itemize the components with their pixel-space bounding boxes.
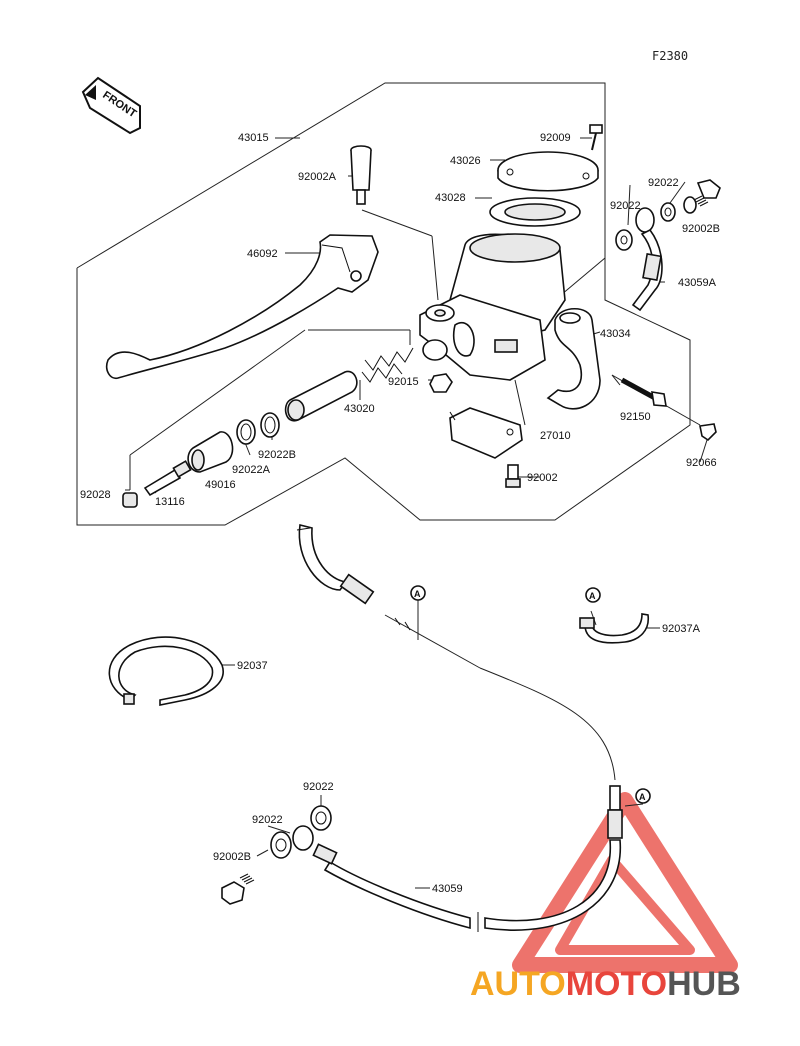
- clamp-92037A: [579, 613, 650, 644]
- diaphragm: [489, 197, 581, 227]
- leader-lines: [125, 137, 708, 889]
- label-49016: 49016: [205, 479, 236, 491]
- watermark-logo-triangle: [512, 792, 738, 973]
- svg-text:AUTOMOTOHUB: AUTOMOTOHUB: [470, 965, 741, 1003]
- label-92002A: 92002A: [298, 171, 337, 183]
- label-13116: 13116: [155, 496, 185, 508]
- label-92022-d: 92022: [252, 814, 283, 826]
- watermark-part2: MOTO: [566, 965, 667, 1003]
- handlebar-clamp: [546, 307, 601, 410]
- brake-lever: [105, 234, 379, 380]
- label-27010: 27010: [540, 430, 571, 442]
- label-43026: 43026: [450, 155, 481, 167]
- washers-top: [615, 202, 676, 251]
- part-labels: 43015 92009 43026 92002A 92022 43028 920…: [80, 132, 720, 895]
- boot-49016: [187, 431, 234, 473]
- label-92022-a: 92022: [648, 177, 679, 189]
- callout-a-3: A: [635, 788, 651, 804]
- label-43020: 43020: [344, 403, 375, 415]
- label-43059A: 43059A: [678, 277, 717, 289]
- cap-92066: [699, 423, 717, 442]
- label-92028: 92028: [80, 489, 111, 501]
- svg-text:A: A: [589, 591, 596, 601]
- assembly-boundary: [76, 82, 691, 526]
- label-43034: 43034: [600, 328, 631, 340]
- svg-text:A: A: [414, 589, 421, 599]
- label-92022-c: 92022: [303, 781, 334, 793]
- label-92022B: 92022B: [258, 449, 296, 461]
- label-92002B-top: 92002B: [682, 223, 720, 235]
- pivot-bolt: [350, 145, 372, 205]
- piston-assembly: [284, 347, 414, 422]
- label-92022A: 92022A: [232, 464, 271, 476]
- ring-92022B: [260, 412, 280, 438]
- figure-code: F2380: [652, 49, 688, 63]
- label-92066: 92066: [686, 457, 717, 469]
- bolt-92150: [620, 377, 667, 407]
- watermark-logo-text: AUTOMOTOHUB: [470, 965, 741, 1003]
- master-cylinder-body: [419, 233, 566, 381]
- label-92037A: 92037A: [662, 623, 701, 635]
- label-43059: 43059: [432, 883, 463, 895]
- nut-92015: [429, 373, 453, 393]
- label-43028: 43028: [435, 192, 466, 204]
- circlip-92022A: [236, 419, 256, 445]
- label-92002B-bottom: 92002B: [213, 851, 251, 863]
- front-arrow-tag: FRONT: [81, 76, 141, 135]
- hose-43059A: [631, 207, 663, 312]
- hose-43059: [292, 524, 623, 932]
- label-92009: 92009: [540, 132, 571, 144]
- label-46092: 46092: [247, 248, 278, 260]
- watermark-part1: AUTO: [470, 965, 566, 1003]
- banjo-bolt-top: [683, 179, 721, 214]
- label-92002: 92002: [527, 472, 558, 484]
- callout-a-1: A: [410, 585, 426, 601]
- watermark-part3: HUB: [667, 965, 741, 1003]
- svg-text:A: A: [639, 792, 646, 802]
- label-43015: 43015: [238, 132, 269, 144]
- washers-bottom: [270, 805, 332, 859]
- screw-92009: [589, 124, 603, 151]
- label-92022-b: 92022: [610, 200, 641, 212]
- label-92037: 92037: [237, 660, 268, 672]
- banjo-bolt-bottom: [221, 873, 255, 905]
- band-92037: [108, 636, 224, 706]
- brake-switch: [449, 407, 523, 459]
- callout-a-2: A: [585, 587, 601, 603]
- cap-92028: [122, 492, 138, 508]
- label-92015: 92015: [388, 376, 419, 388]
- push-rod-13116: [143, 460, 192, 497]
- label-92150: 92150: [620, 411, 651, 423]
- reservoir-cap: [497, 151, 599, 192]
- screw-92002: [505, 464, 521, 488]
